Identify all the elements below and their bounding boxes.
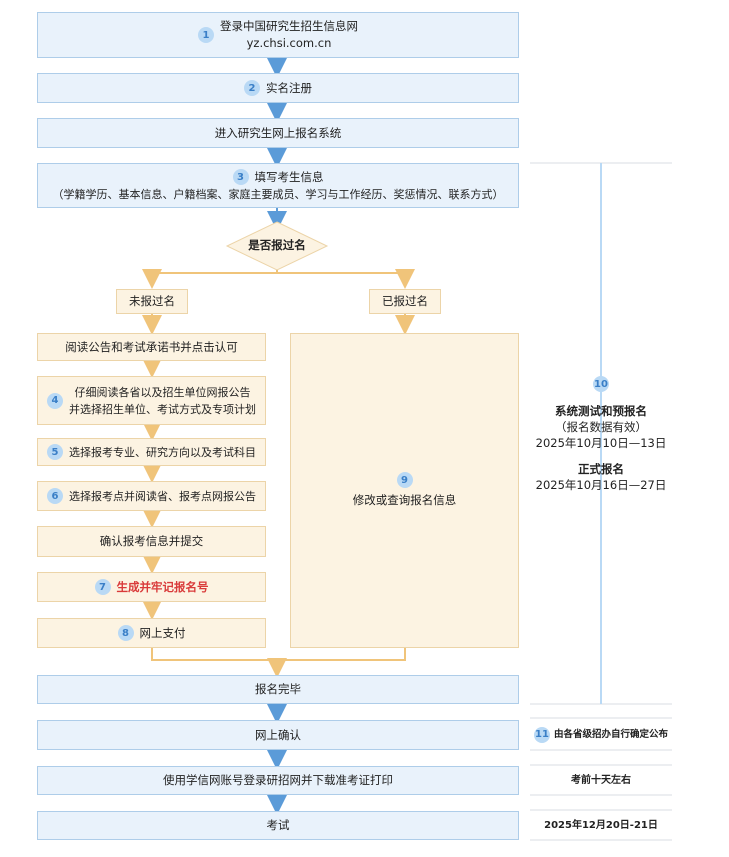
step-confirm-submit-label: 确认报考信息并提交 <box>99 534 204 548</box>
step-confirm-submit: 确认报考信息并提交 <box>37 526 266 557</box>
branch-registered: 已报过名 <box>369 289 441 314</box>
step-modify-query-label: 修改或查询报名信息 <box>352 493 457 507</box>
step-number-4: 4 <box>47 392 63 409</box>
step-fill-info: 3 填写考生信息 （学籍学历、基本信息、户籍档案、家庭主要成员、学习与工作经历、… <box>37 163 519 208</box>
confirm-note-text: 由各省级招办自行确定公布 <box>553 729 668 740</box>
branch-not-registered: 未报过名 <box>116 289 188 314</box>
step-number-5: 5 <box>47 444 63 460</box>
step-login-title: 登录中国研究生招生信息网 <box>220 19 358 33</box>
step-read-notice-label: 阅读公告和考试承诺书并点击认可 <box>65 339 238 354</box>
test-period-date: 2025年10月10日—13日 <box>535 436 667 450</box>
step-done-label: 报名完毕 <box>255 682 301 696</box>
step-print-ticket: 使用学信网账号登录研招网并下载准考证打印 <box>37 766 519 795</box>
step-fill-info-detail: （学籍学历、基本信息、户籍档案、家庭主要成员、学习与工作经历、奖惩情况、联系方式… <box>52 187 504 201</box>
step-select-unit-line2: 并选择招生单位、考试方式及专项计划 <box>69 402 256 416</box>
test-period-note: （报名数据有效） <box>555 420 647 434</box>
step-number-1: 1 <box>198 27 214 43</box>
step-read-notice: 阅读公告和考试承诺书并点击认可 <box>37 333 266 361</box>
step-select-unit: 4 仔细阅读各省以及招生单位网报公告 并选择招生单位、考试方式及专项计划 <box>37 376 266 425</box>
branch-not-registered-label: 未报过名 <box>129 294 175 308</box>
step-exam: 考试 <box>37 811 519 840</box>
branch-line-right <box>277 269 415 289</box>
step-fill-info-title: 填写考生信息 <box>254 169 324 184</box>
step-number-8: 8 <box>117 625 134 641</box>
step-login-url: yz.chsi.com.cn <box>246 36 332 50</box>
step-number-9: 9 <box>396 472 413 488</box>
step-select-site-label: 选择报考点并阅读省、报考点网报公告 <box>69 489 256 503</box>
print-note: 考前十天左右 <box>530 765 672 795</box>
branch-lines <box>142 269 278 289</box>
step-login: 1 登录中国研究生招生信息网 yz.chsi.com.cn <box>37 12 519 58</box>
step-number-11: 11 <box>533 726 550 743</box>
step-exam-label: 考试 <box>266 818 290 832</box>
step-select-major: 5 选择报考专业、研究方向以及考试科目 <box>37 438 266 466</box>
print-note-text: 考前十天左右 <box>571 774 631 786</box>
test-period-title: 系统测试和预报名 <box>555 404 647 418</box>
formal-period-date: 2025年10月16日—27日 <box>535 478 667 492</box>
step-select-site: 6 选择报考点并阅读省、报考点网报公告 <box>37 481 266 511</box>
step-online-confirm-label: 网上确认 <box>255 727 301 742</box>
step-modify-query: 9 修改或查询报名信息 <box>290 333 519 648</box>
step-enter-label: 进入研究生网上报名系统 <box>214 125 342 140</box>
confirm-note: 11 由各省级招办自行确定公布 <box>530 719 672 750</box>
step-register-label: 实名注册 <box>266 80 312 95</box>
formal-period-title: 正式报名 <box>578 462 624 476</box>
step-generate-number-label: 生成并牢记报名号 <box>116 579 209 594</box>
step-print-ticket-label: 使用学信网账号登录研招网并下载准考证打印 <box>163 773 393 787</box>
step-select-major-label: 选择报考专业、研究方向以及考试科目 <box>69 445 256 459</box>
step-online-payment: 8 网上支付 <box>37 618 266 648</box>
step-select-unit-line1: 仔细阅读各省以及招生单位网报公告 <box>74 385 251 399</box>
step-online-payment-label: 网上支付 <box>139 625 186 640</box>
formal-period: 正式报名 2025年10月16日—27日 <box>530 461 672 493</box>
test-period: 系统测试和预报名 （报名数据有效） 2025年10月10日—13日 <box>530 403 672 451</box>
step-number-3: 3 <box>232 169 249 185</box>
step-number-6: 6 <box>47 488 63 504</box>
step-generate-number: 7 生成并牢记报名号 <box>37 572 266 602</box>
merge-line <box>151 648 406 661</box>
branch-registered-label: 已报过名 <box>382 294 428 308</box>
step-enter-system: 进入研究生网上报名系统 <box>37 118 519 148</box>
step-done: 报名完毕 <box>37 675 519 704</box>
step-number-10: 10 <box>593 376 609 392</box>
exam-date: 2025年12月20日-21日 <box>530 810 672 840</box>
step-online-confirm: 网上确认 <box>37 720 519 750</box>
step-register: 2 实名注册 <box>37 73 519 103</box>
step-number-2: 2 <box>244 80 260 96</box>
decision-label: 是否报过名 <box>248 238 306 252</box>
exam-date-text: 2025年12月20日-21日 <box>544 819 658 831</box>
step-number-7: 7 <box>94 579 111 595</box>
